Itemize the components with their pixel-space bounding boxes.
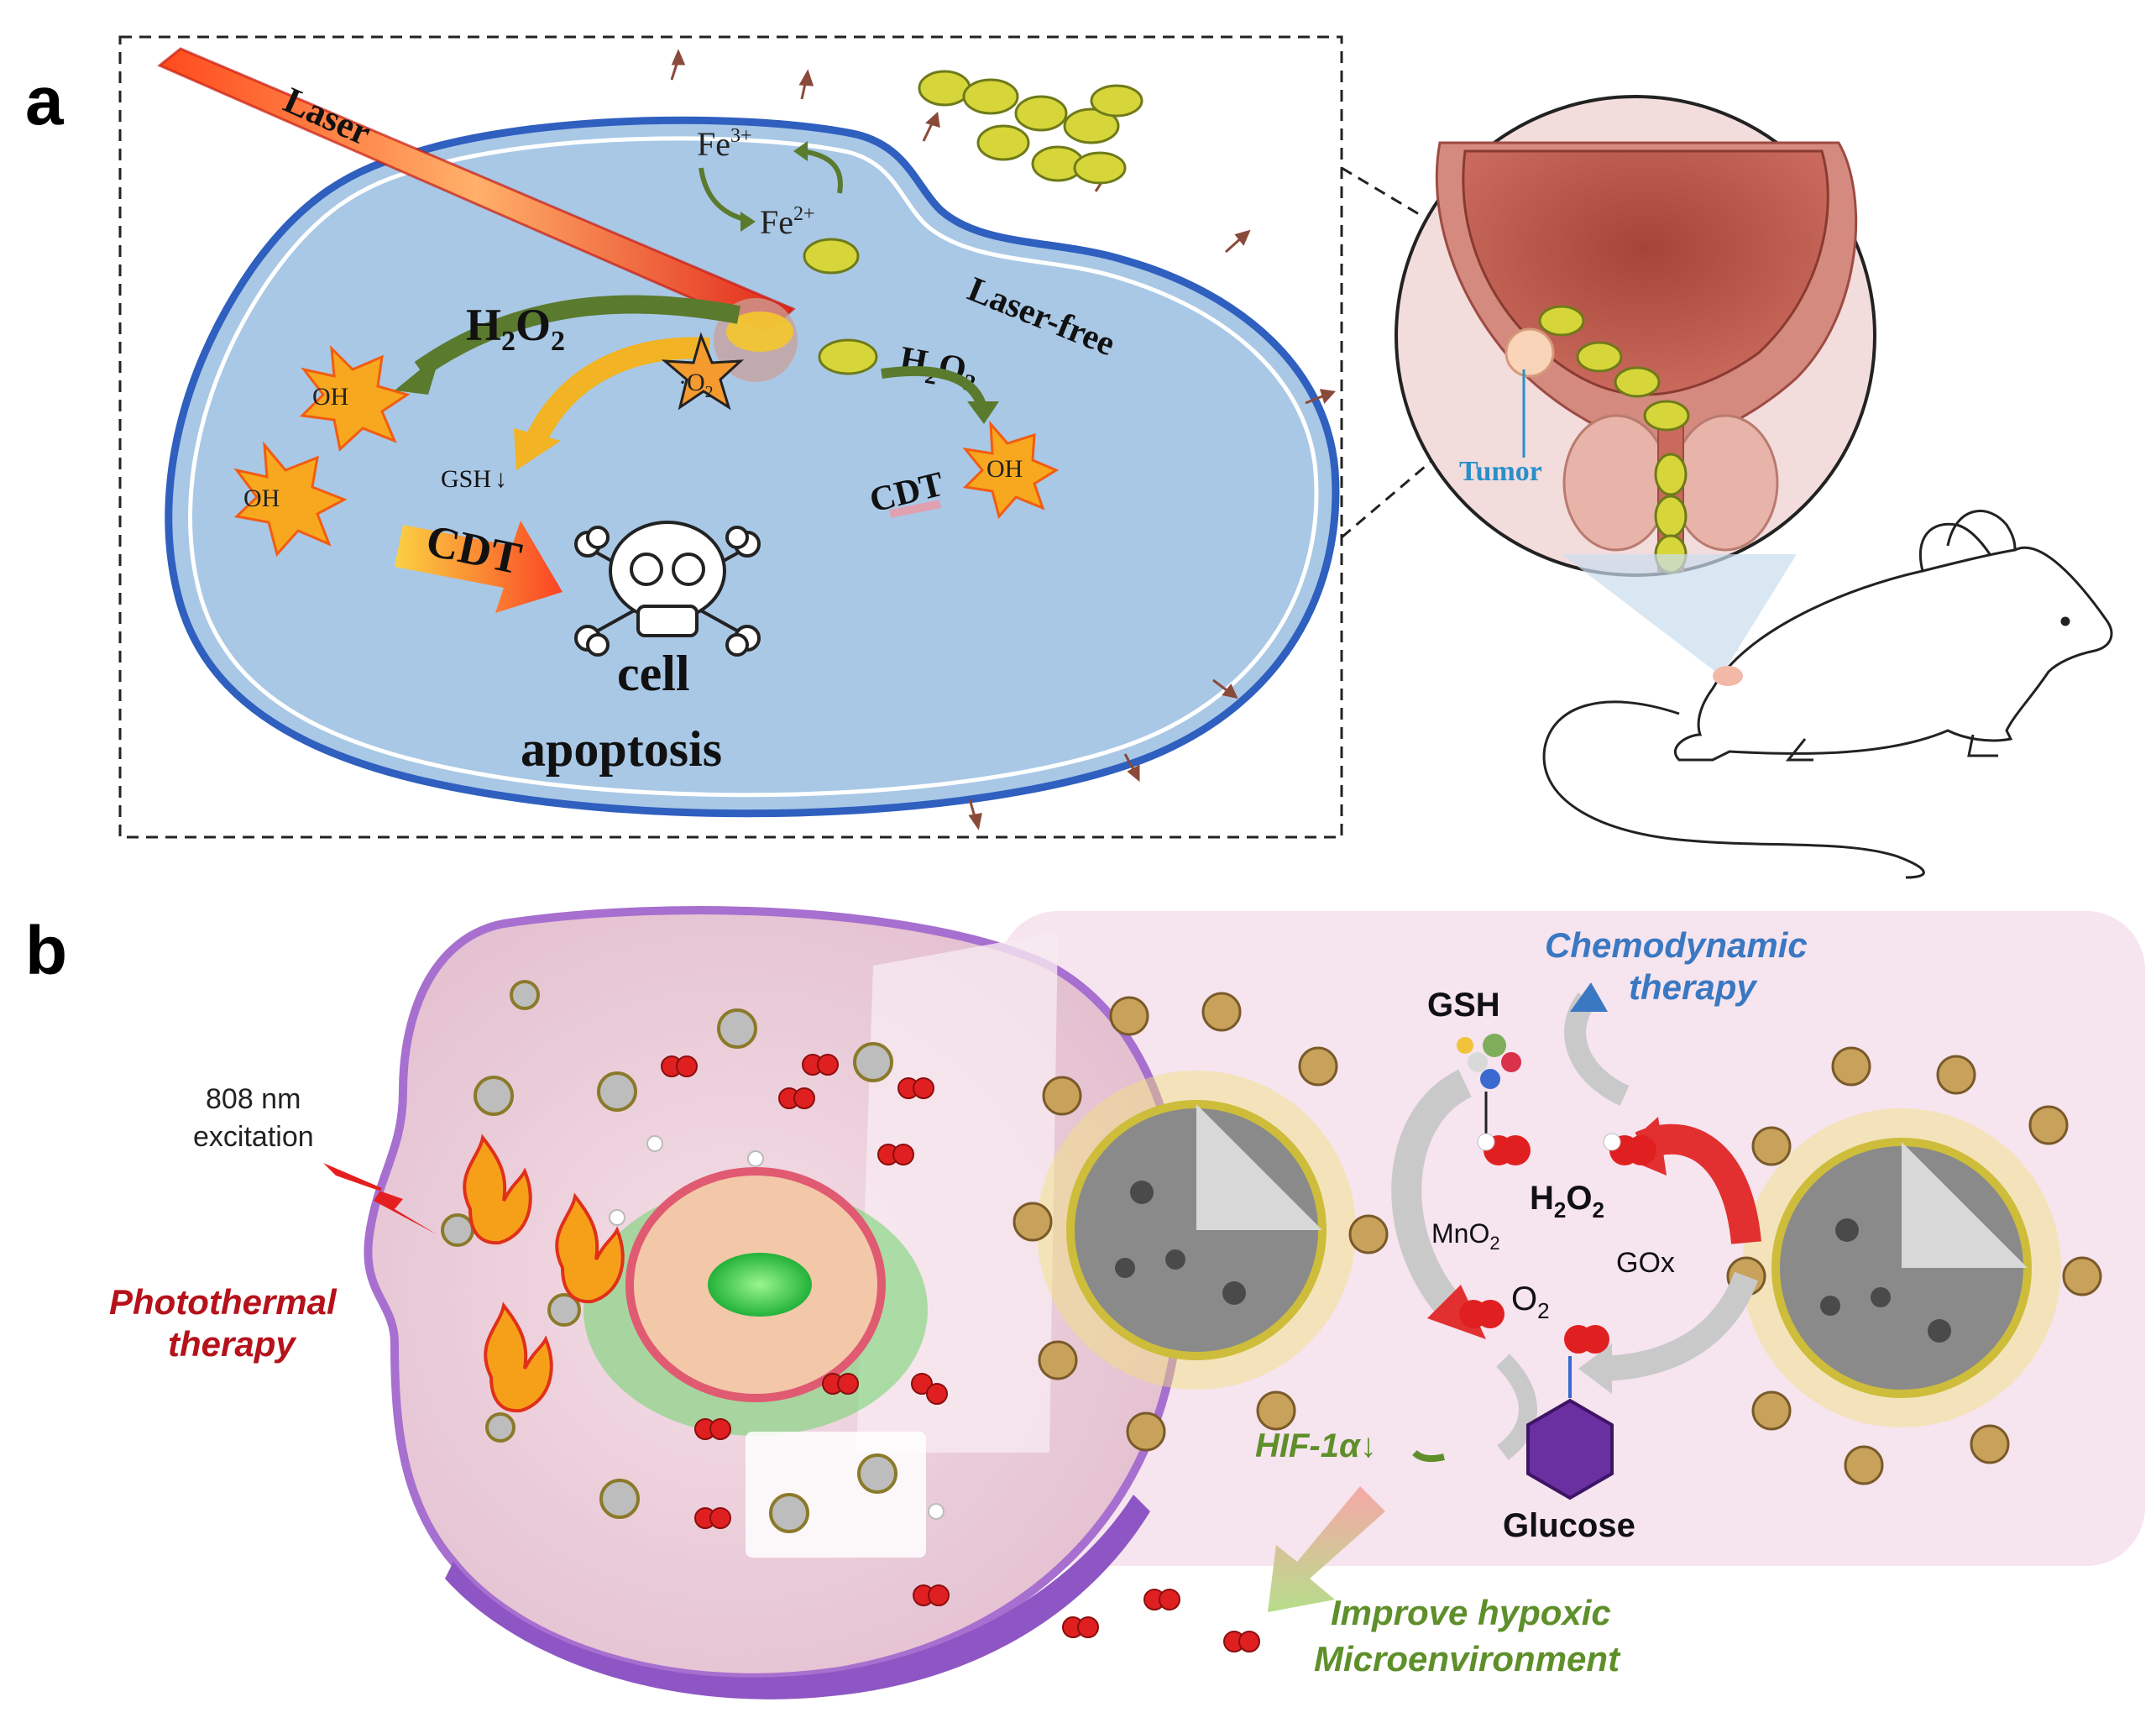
zoom-connector-upper bbox=[1341, 166, 1420, 216]
h2o2-b-label: H2O2 bbox=[1530, 1180, 1604, 1223]
cycle-arrow-bottom bbox=[1594, 1271, 1759, 1381]
cell-word: cell bbox=[617, 646, 690, 701]
mouse-illustration bbox=[1542, 510, 2113, 879]
improve-arrow bbox=[1268, 1486, 1385, 1612]
water-molecules bbox=[609, 1135, 945, 1520]
singlet-oxygen-star bbox=[661, 332, 745, 411]
hif-arrow bbox=[1412, 1450, 1445, 1463]
skull-icon bbox=[574, 521, 761, 657]
glucose-label: Glucose bbox=[1503, 1507, 1635, 1544]
h2o2-left-label: H2O2 bbox=[466, 300, 565, 357]
cell-b-lower-rim bbox=[445, 1495, 1150, 1699]
nanoparticle-right bbox=[1726, 1046, 2102, 1485]
singlet-oxygen-label: ·O2 bbox=[678, 369, 714, 401]
flame-icons bbox=[463, 1134, 625, 1413]
excitation-line-1: 808 nm bbox=[206, 1083, 301, 1115]
fe-cycle-arrow-lower bbox=[699, 167, 748, 223]
lightning-bolt-icon bbox=[323, 1163, 437, 1234]
mouse-tumor-spot bbox=[1713, 666, 1743, 686]
fe2-label: Fe2+ bbox=[760, 203, 815, 241]
svg-text:OH: OH bbox=[312, 383, 348, 411]
bladder-zoom-view bbox=[1395, 95, 1876, 577]
cell-inner-membrane bbox=[188, 136, 1319, 798]
gox-label: GOx bbox=[1616, 1247, 1675, 1279]
zoom-projection-cone bbox=[1562, 554, 1797, 676]
inset-box bbox=[746, 1432, 926, 1558]
cdt-small-arrow bbox=[889, 500, 941, 518]
panel-a-dashed-frame bbox=[118, 35, 1343, 839]
oh-burst-3: OH bbox=[962, 420, 1060, 520]
gsh-arrow bbox=[527, 337, 710, 443]
hif-label: HIF-1α↓ bbox=[1255, 1427, 1377, 1464]
improve-line-2: Microenvironment bbox=[1314, 1639, 1621, 1678]
o2-b-label: O2 bbox=[1511, 1280, 1550, 1323]
cell-nanoparticles bbox=[441, 980, 897, 1533]
glucose-hexagon-icon bbox=[1526, 1398, 1614, 1500]
panel-b-label: b bbox=[25, 913, 67, 989]
mno2-label: MnO2 bbox=[1431, 1218, 1500, 1254]
laser-label: Laser bbox=[278, 79, 377, 154]
cycle-arrow-left bbox=[1391, 1069, 1473, 1320]
cdt-b-line-1: Chemodynamic bbox=[1545, 925, 1808, 965]
panel-a-label: a bbox=[25, 63, 65, 139]
h2o2-arrow-right bbox=[881, 366, 987, 409]
fe3-label: Fe3+ bbox=[697, 125, 752, 163]
gsh-label: GSH↓ bbox=[441, 465, 507, 493]
cycle-arrow-down bbox=[1496, 1354, 1537, 1460]
svg-text:OH: OH bbox=[986, 455, 1023, 483]
h2o2-molecule bbox=[1477, 1133, 1656, 1165]
nanoparticle-cluster bbox=[803, 70, 1143, 375]
h2o2-arrow-left bbox=[414, 295, 741, 378]
apoptosis-word: apoptosis bbox=[521, 721, 722, 777]
svg-text:OH: OH bbox=[243, 484, 280, 512]
excitation-line-2: excitation bbox=[193, 1121, 314, 1153]
o2-molecule bbox=[1459, 1300, 1609, 1354]
oh-burst-1: OH bbox=[299, 345, 411, 452]
cell-membrane bbox=[165, 116, 1340, 818]
oxygen-molecules bbox=[661, 1054, 1260, 1652]
oh-burst-2: OH bbox=[233, 441, 348, 558]
laser-beam bbox=[160, 49, 793, 332]
improve-line-1: Improve hypoxic bbox=[1331, 1593, 1611, 1632]
cdt-big-arrow bbox=[395, 521, 563, 613]
nanoparticle-left bbox=[1013, 992, 1389, 1452]
cdt-b-line-2: therapy bbox=[1629, 967, 1758, 1007]
ptt-line-1: Photothermal bbox=[109, 1282, 338, 1322]
tumor-label: Tumor bbox=[1459, 456, 1542, 487]
nucleus bbox=[583, 1167, 928, 1436]
fe-cycle-arrow-upper bbox=[801, 149, 843, 194]
gsh-b-label: GSH bbox=[1427, 987, 1500, 1024]
ptt-line-2: therapy bbox=[168, 1324, 297, 1364]
